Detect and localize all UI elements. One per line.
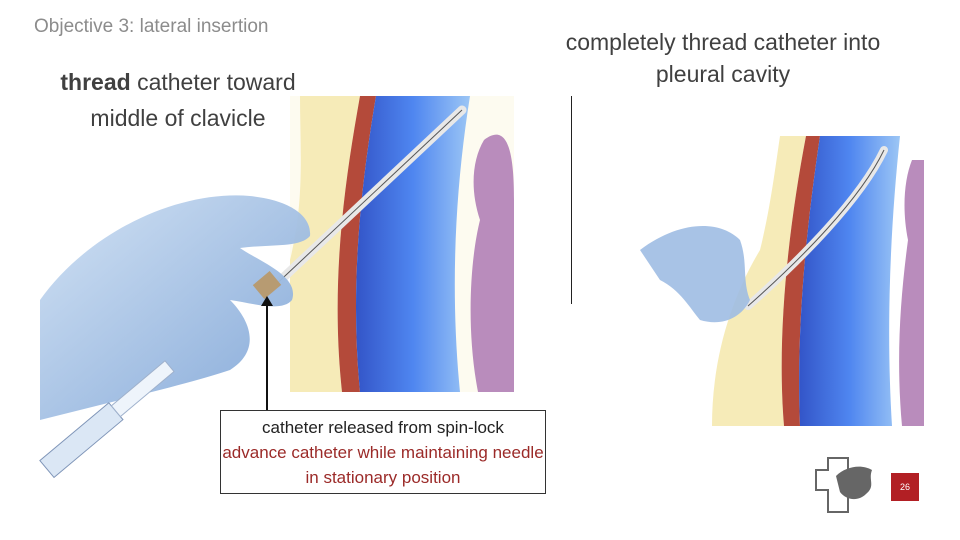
- spin-lock-hub: [252, 271, 282, 299]
- callout-box: catheter released from spin-lock advance…: [220, 410, 546, 494]
- callout-line-1: catheter released from spin-lock: [262, 418, 504, 437]
- slide-number-badge: 26: [891, 473, 919, 501]
- lung-right: [899, 160, 924, 426]
- panel-divider: [571, 96, 572, 304]
- left-step-caption: thread catheter toward middle of clavicl…: [60, 64, 296, 136]
- left-step-keyword: thread: [60, 69, 131, 95]
- right-step-caption: completely thread catheter into pleural …: [565, 29, 881, 87]
- callout-line-2: advance catheter while maintaining needl…: [222, 443, 544, 487]
- glove-hand-right: [640, 226, 750, 323]
- muscle-layer: [337, 96, 376, 392]
- pleura-layer: [355, 96, 470, 392]
- callout-pointer: [266, 300, 268, 410]
- fat-layer-right: [712, 136, 806, 426]
- left-step-text: catheter toward middle of clavicle: [90, 69, 296, 131]
- glove-hand-left: [40, 195, 311, 420]
- pleura-layer-right: [799, 136, 900, 426]
- muscle-layer-right: [781, 136, 820, 426]
- callout-arrowhead: [261, 296, 273, 306]
- lung-left: [470, 134, 514, 392]
- syringe-connector: [39, 360, 175, 479]
- objective-title: Objective 3: lateral insertion: [34, 16, 269, 37]
